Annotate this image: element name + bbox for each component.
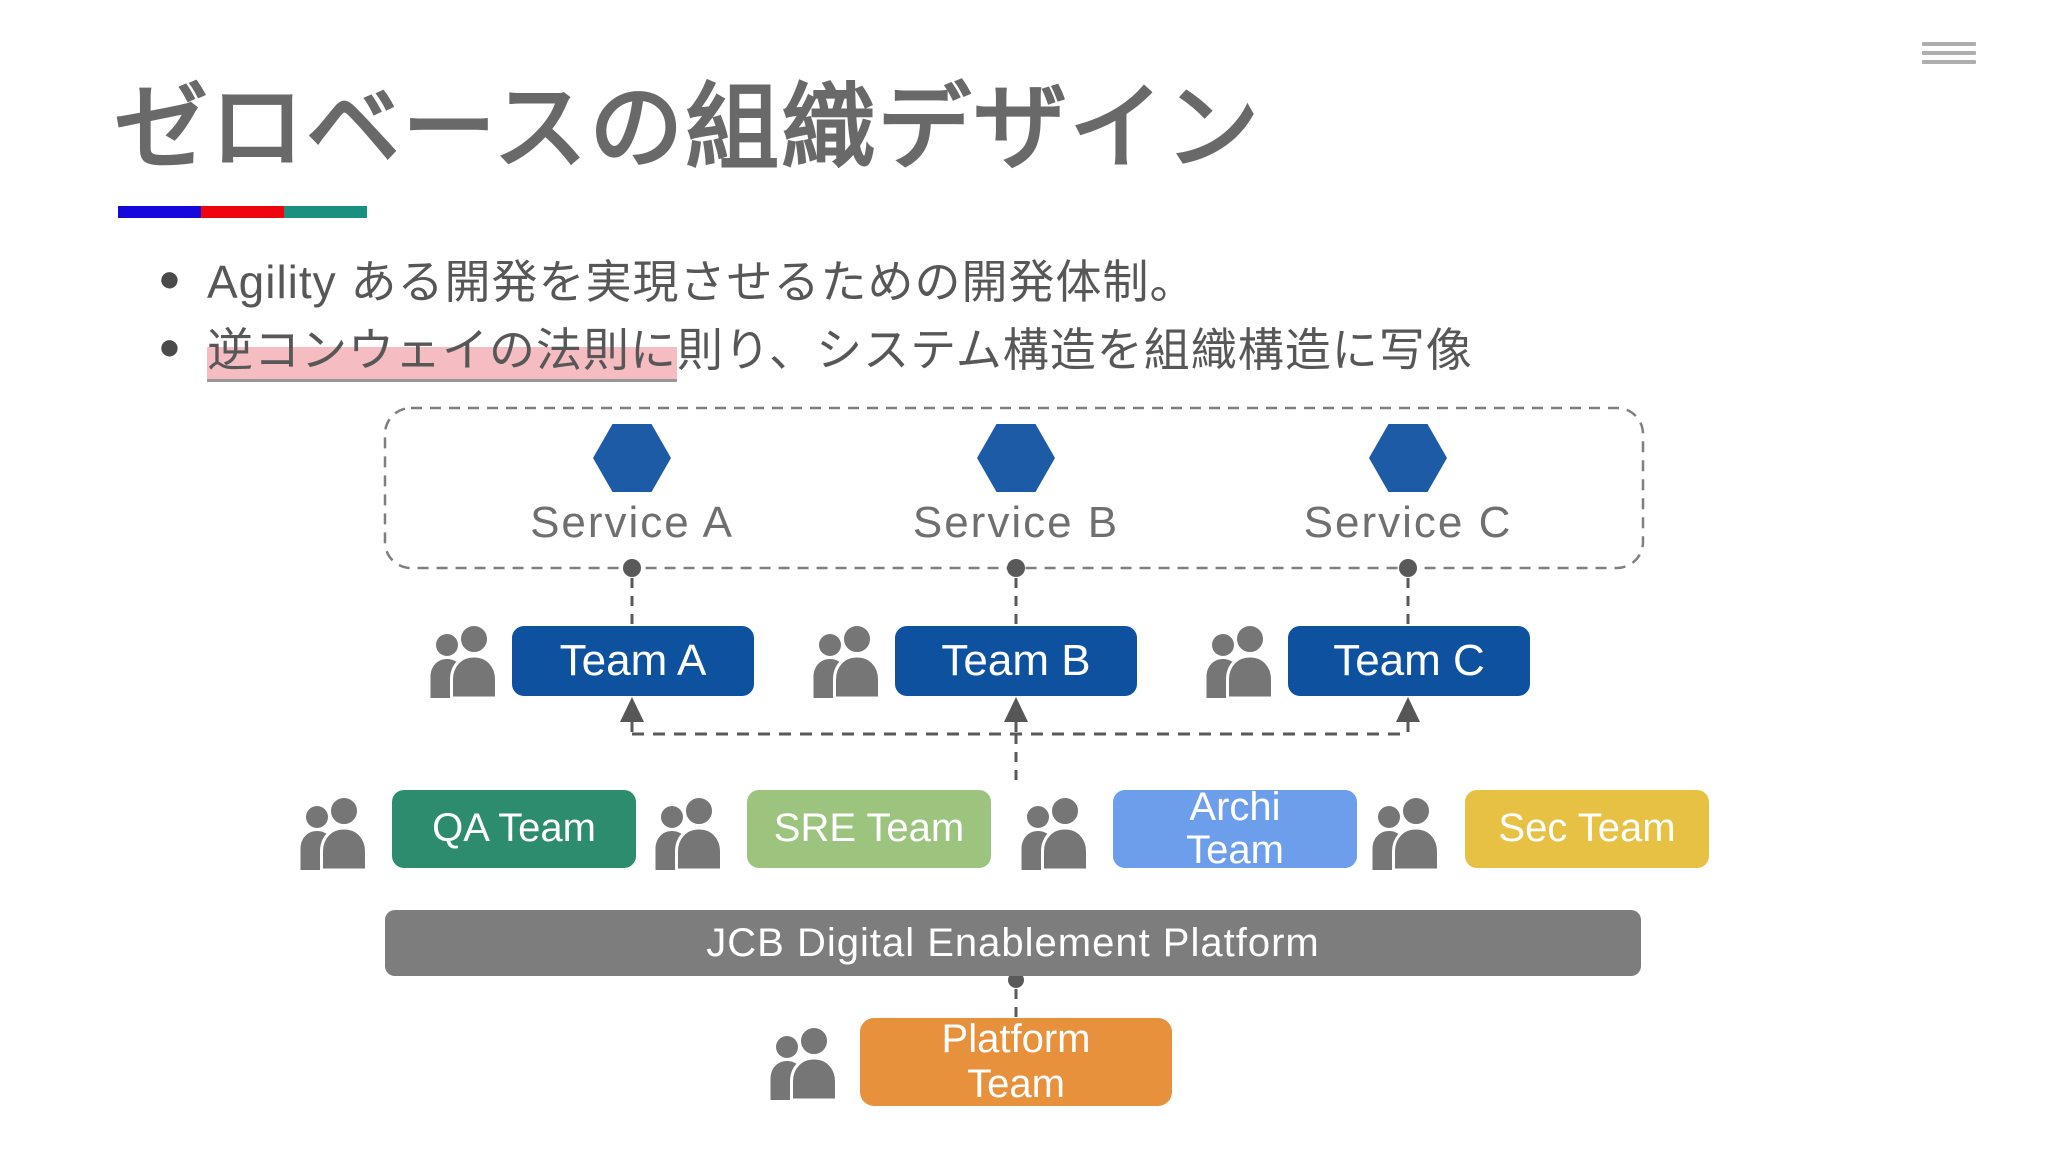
hexagon-icon xyxy=(593,424,671,492)
people-icon xyxy=(1019,794,1091,875)
highlighted-phrase: 逆コンウェイの法則に xyxy=(206,324,677,382)
team-b-label: Team B xyxy=(941,636,1091,685)
up-arrowhead xyxy=(620,697,644,722)
team-a-box: Team A xyxy=(512,626,754,696)
connector-dot xyxy=(1007,559,1025,577)
bullet-text-1: Agility ある開発を実現させるための開発体制。 xyxy=(206,256,1197,308)
bullet-item-1: ● Agility ある開発を実現させるための開発体制。 xyxy=(158,246,1196,312)
sec-team-label: Sec Team xyxy=(1498,806,1676,851)
hamburger-bar xyxy=(1922,51,1976,55)
people-icon-glyph xyxy=(655,795,723,872)
up-arrowhead xyxy=(1004,697,1028,722)
people-icon-glyph xyxy=(770,1025,838,1102)
people-icon xyxy=(1370,794,1442,875)
service-b-label: Service B xyxy=(912,498,1120,547)
hexagon-icon xyxy=(1369,424,1447,492)
people-icon-glyph xyxy=(430,623,498,700)
hexagon-icon xyxy=(977,424,1055,492)
platform-bar: JCB Digital Enablement Platform xyxy=(385,910,1641,976)
team-a-label: Team A xyxy=(559,636,707,685)
qa-team-box: QA Team xyxy=(392,790,636,868)
team-c-label: Team C xyxy=(1333,636,1485,685)
connector-dot xyxy=(1399,559,1417,577)
people-icon xyxy=(811,622,883,703)
bullet-text-2: 逆コンウェイの法則に則り、システム構造を組織構造に写像 xyxy=(206,314,1473,382)
title-underline xyxy=(118,206,367,218)
service-b: Service B xyxy=(866,424,1166,548)
underline-segment-teal xyxy=(284,206,367,218)
page-title: ゼロベースの組織デザイン xyxy=(114,75,1262,180)
people-icon xyxy=(298,794,370,875)
people-icon xyxy=(428,622,500,703)
bullet-marker: ● xyxy=(158,326,181,368)
underline-segment-blue xyxy=(118,206,201,218)
people-icon xyxy=(653,794,725,875)
sre-team-label: SRE Team xyxy=(773,806,965,851)
hamburger-bar xyxy=(1922,42,1976,46)
team-c-box: Team C xyxy=(1288,626,1530,696)
platform-bar-label: JCB Digital Enablement Platform xyxy=(706,920,1320,965)
people-icon-glyph xyxy=(813,623,881,700)
connector-dot xyxy=(623,559,641,577)
people-icon-glyph xyxy=(1021,795,1089,872)
up-arrowhead xyxy=(1396,697,1420,722)
hamburger-bar xyxy=(1922,60,1976,64)
people-icon xyxy=(1204,622,1276,703)
people-icon-glyph xyxy=(300,795,368,872)
sec-team-box: Sec Team xyxy=(1465,790,1709,868)
bullet-marker: ● xyxy=(158,258,181,300)
service-a: Service A xyxy=(482,424,782,548)
bullet-text-2-rest: 則り、システム構造を組織構造に写像 xyxy=(676,324,1473,376)
people-icon-glyph xyxy=(1372,795,1440,872)
service-a-label: Service A xyxy=(530,498,734,547)
service-c-label: Service C xyxy=(1303,498,1513,547)
people-icon-glyph xyxy=(1206,623,1274,700)
sre-team-box: SRE Team xyxy=(747,790,991,868)
underline-segment-red xyxy=(201,206,284,218)
service-c: Service C xyxy=(1258,424,1558,548)
people-icon xyxy=(768,1024,840,1105)
bullet-item-2: ● 逆コンウェイの法則に則り、システム構造を組織構造に写像 xyxy=(158,314,1473,382)
team-b-box: Team B xyxy=(895,626,1137,696)
hamburger-menu-icon[interactable] xyxy=(1922,42,1976,69)
qa-team-label: QA Team xyxy=(432,806,596,851)
